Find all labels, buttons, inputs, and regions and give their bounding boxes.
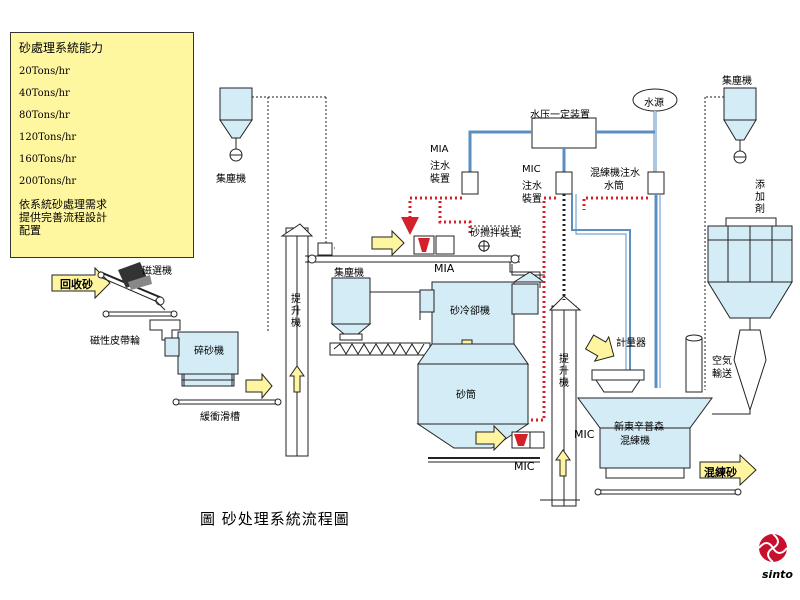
mixed-sand-label: 混練砂 (704, 466, 737, 479)
screw-conveyor (329, 342, 431, 356)
buffer-chute-belt (172, 398, 282, 406)
mic-upper-label: MIC (574, 428, 595, 441)
conveyor-arrow-icon (371, 229, 405, 257)
water-source-label: 水源 (644, 98, 664, 109)
additive-silo-unit (707, 217, 793, 415)
capacity-rate: 20Tons/hr (19, 66, 70, 77)
sand-cooler-unit (419, 271, 546, 361)
capacity-rate: 40Tons/hr (19, 88, 70, 99)
mia-water-label: 注水 (430, 161, 450, 172)
capacity-note: 依系統砂處理需求 (19, 198, 107, 211)
to-elevator-arrow-icon (245, 372, 273, 400)
magnetic-pulley-belt (102, 310, 181, 341)
buffer-chute-label: 緩衝滑槽 (200, 412, 240, 423)
water-system (461, 88, 678, 388)
magnetic-pulley-label: 磁性皮帶輪 (90, 336, 140, 347)
sinto-logo-icon (758, 533, 788, 563)
crusher-unit (164, 331, 239, 387)
capacity-note: 提供完善流程設計 (19, 211, 107, 224)
crusher-label: 碎砂機 (194, 346, 224, 357)
water-pressure-label: 水压一定装置 (530, 110, 590, 121)
diagram-caption: 圖 砂处理系統流程圖 (200, 510, 350, 528)
dust-collector-right-label: 集塵機 (722, 76, 752, 87)
elevator-left-label: 提升機 (291, 294, 301, 329)
mixer-assembly (577, 334, 742, 496)
capacity-note: 配置 (19, 224, 41, 237)
air-conveying-label: 輸送 (712, 369, 732, 380)
capacity-title: 砂處理系統能力 (19, 41, 104, 55)
capacity-info-box: 砂處理系統能力 20Tons/hr 40Tons/hr 80Tons/hr 12… (10, 32, 194, 258)
top-conveyor-belt (305, 242, 520, 264)
left-elevator-unit (280, 223, 314, 457)
mia-water-label: 裝置 (430, 174, 450, 185)
mic-lower-label: MIC (514, 460, 535, 473)
mia-device (413, 235, 490, 255)
elevator-right-label: 提升機 (559, 354, 569, 389)
mixed-sand-arrow-icon (699, 453, 757, 487)
mic-water-label: MIC (522, 164, 541, 175)
sand-bin-unit (416, 343, 540, 463)
mixer-water-tank-label: 水筒 (604, 181, 624, 192)
red-dotted-control-lines (401, 196, 648, 422)
bin-arrow-icon (475, 424, 507, 452)
dust-collector-left-label: 集塵機 (216, 174, 246, 185)
air-conveying-unit (685, 334, 703, 393)
mic-lower-device (511, 431, 545, 449)
capacity-rate: 200Tons/hr (19, 176, 77, 187)
capacity-rate: 160Tons/hr (19, 154, 77, 165)
mixer-label: 混練機 (620, 436, 650, 447)
sand-cooler-label: 砂冷卻機 (450, 306, 490, 317)
magnetic-separator-unit (97, 262, 166, 311)
dust-collector-right-unit (704, 87, 757, 390)
capacity-rate: 120Tons/hr (19, 132, 77, 143)
right-elevator-unit (540, 295, 582, 507)
metering-label: 計量器 (616, 338, 646, 349)
magnetic-separator-label: 磁選機 (142, 266, 172, 277)
mia-water-label: MIA (430, 144, 449, 155)
dust-collector-mid-unit (330, 277, 421, 341)
mixer-label: 新東辛普森 (614, 422, 664, 433)
recycled-sand-arrow-icon (51, 266, 111, 300)
capacity-rate: 80Tons/hr (19, 110, 70, 121)
sand-bin-label: 砂筒 (456, 390, 476, 401)
mia-label: MIA (434, 262, 455, 275)
mic-water-label: 注水 (522, 181, 542, 192)
mic-water-label: 裝置 (522, 194, 542, 205)
additive-label: 添加剤 (755, 180, 765, 215)
air-conveying-label: 空気 (712, 356, 732, 367)
mixer-water-tank-label: 混練機注水 (590, 168, 640, 179)
sinto-logo-text: sinto (762, 568, 793, 581)
dust-collector-mid-label: 集塵機 (334, 268, 364, 279)
sand-mixer-device-label: 砂攪拌裝置 (470, 228, 520, 239)
dust-collector-left-unit (219, 87, 335, 333)
recycled-sand-label: 回收砂 (60, 278, 93, 291)
